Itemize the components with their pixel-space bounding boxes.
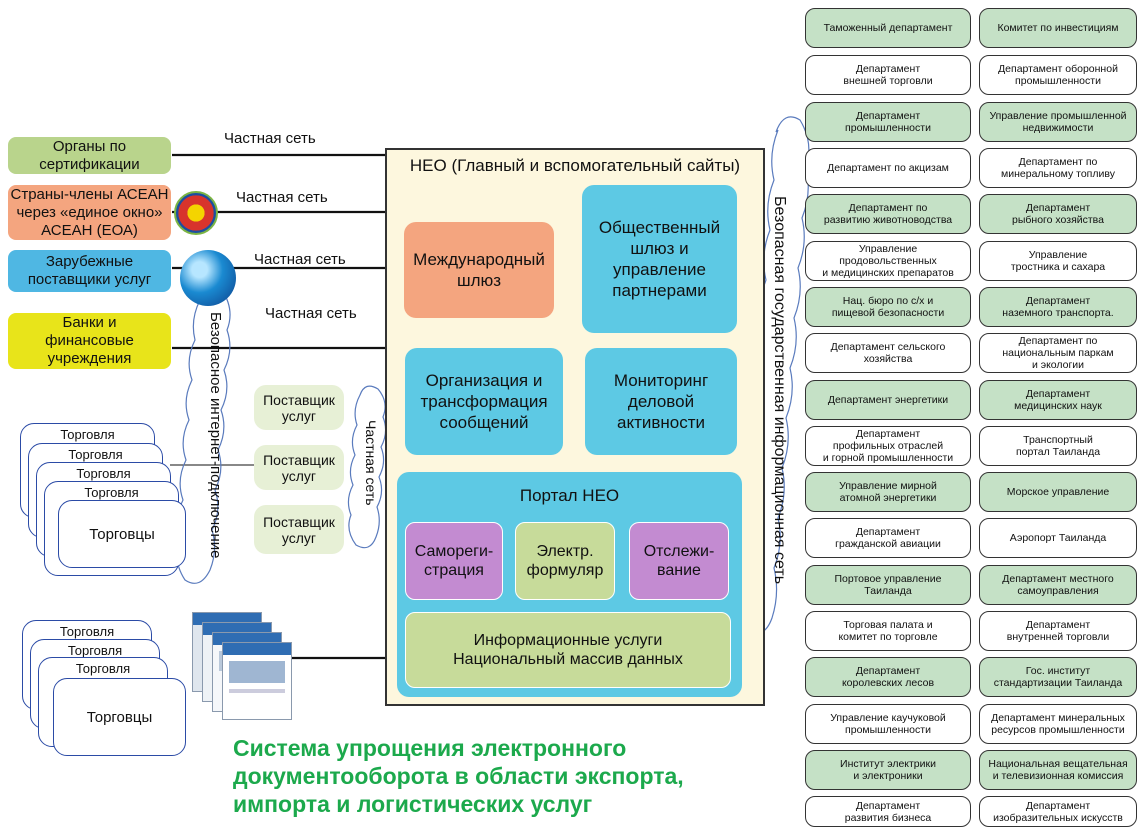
agency-box: Департамент местного самоуправления xyxy=(979,565,1137,605)
agency-box: Департамент промышленности xyxy=(805,102,971,142)
portal-title: Портал НЕО xyxy=(519,486,620,505)
agencies-right-column: Комитет по инвестициям Департамент оборо… xyxy=(979,5,1137,827)
agency-box: Департамент профильных отраслей и горной… xyxy=(805,426,971,466)
ext-asean: Страны-члены АСЕАН через «единое окно» А… xyxy=(8,185,171,240)
self-registration: Самореги- страция xyxy=(405,522,503,600)
agency-box: Департамент минеральных ресурсов промышл… xyxy=(979,704,1137,744)
agency-box: Департамент наземного транспорта. xyxy=(979,287,1137,327)
network-label: Частная сеть xyxy=(265,305,357,322)
agency-box: Управление тростника и сахара xyxy=(979,241,1137,281)
ext-certification: Органы по сертификации xyxy=(8,137,171,174)
agency-box: Департамент по минеральному топливу xyxy=(979,148,1137,188)
agency-box: Управление промышленной недвижимости xyxy=(979,102,1137,142)
agency-box: Департамент внутренней торговли xyxy=(979,611,1137,651)
agency-box: Национальная вещательная и телевизионная… xyxy=(979,750,1137,790)
agency-box: Департамент рыбного хозяйства xyxy=(979,194,1137,234)
service-provider: Поставщик услуг xyxy=(254,385,344,430)
service-provider: Поставщик услуг xyxy=(254,505,344,554)
agency-box: Департамент энергетики xyxy=(805,380,971,420)
agency-box: Гос. институт стандартизации Таиланда xyxy=(979,657,1137,697)
website-screenshots-icon xyxy=(192,612,292,722)
agency-box: Портовое управление Таиланда xyxy=(805,565,971,605)
asean-seal-icon xyxy=(174,191,218,235)
network-label: Частная сеть xyxy=(224,130,316,147)
agency-box: Департамент сельского хозяйства xyxy=(805,333,971,373)
agency-box: Департамент медицинских наук xyxy=(979,380,1137,420)
globe-icon xyxy=(180,250,236,306)
intl-gateway: Международный шлюз xyxy=(404,222,554,318)
info-services: Информационные услуги Национальный масси… xyxy=(405,612,731,688)
neo-title: НЕО (Главный и вспомогательный сайты) xyxy=(409,156,741,175)
agency-box: Управление мирной атомной энергетики xyxy=(805,472,971,512)
agency-box: Институт электрики и электроники xyxy=(805,750,971,790)
traders-box: Торговцы xyxy=(53,678,186,756)
secure-internet-label: Безопасное интернет-подключение xyxy=(207,312,224,559)
message-transformation: Организация и трансформация сообщений xyxy=(405,348,563,455)
service-provider: Поставщик услуг xyxy=(254,445,344,490)
agency-box: Таможенный департамент xyxy=(805,8,971,48)
agency-box: Департамент гражданской авиации xyxy=(805,518,971,558)
diagram-caption: Система упрощения электронного документо… xyxy=(233,735,684,817)
agency-box: Управление каучуковой промышленности xyxy=(805,704,971,744)
neo-main-box: НЕО (Главный и вспомогательный сайты) Ме… xyxy=(385,148,765,706)
neo-portal: Портал НЕО Самореги- страция Электр. фор… xyxy=(397,472,742,697)
ext-banks: Банки и финансовые учреждения xyxy=(8,313,171,369)
agency-box: Нац. бюро по с/х и пищевой безопасности xyxy=(805,287,971,327)
agency-box: Департамент по национальным паркам и эко… xyxy=(979,333,1137,373)
ext-foreign-providers: Зарубежные поставщики услуг xyxy=(8,250,171,292)
business-monitoring: Мониторинг деловой активности xyxy=(585,348,737,455)
traders-box: Торговцы xyxy=(58,500,186,568)
agency-box: Комитет по инвестициям xyxy=(979,8,1137,48)
agency-box: Департамент по развитию животноводства xyxy=(805,194,971,234)
network-label: Частная сеть xyxy=(254,251,346,268)
agency-box: Морское управление xyxy=(979,472,1137,512)
agency-box: Управление продовольственных и медицинск… xyxy=(805,241,971,281)
agency-box: Департамент развития бизнеса xyxy=(805,796,971,827)
network-label: Частная сеть xyxy=(236,189,328,206)
agency-box: Департамент оборонной промышленности xyxy=(979,55,1137,95)
agency-box: Департамент внешней торговли xyxy=(805,55,971,95)
agency-box: Департамент королевских лесов xyxy=(805,657,971,697)
agency-box: Департамент по акцизам xyxy=(805,148,971,188)
agency-box: Торговая палата и комитет по торговле xyxy=(805,611,971,651)
agencies-left-column: Таможенный департамент Департамент внешн… xyxy=(805,5,971,827)
public-gateway: Общественный шлюз и управление партнерам… xyxy=(582,185,737,333)
private-network-label: Частная сеть xyxy=(363,420,379,506)
agency-box: Департамент изобразительных искусств xyxy=(979,796,1137,827)
e-form: Электр. формуляр xyxy=(515,522,615,600)
gov-network-label: Безопасная государственная информационна… xyxy=(771,196,788,585)
agency-box: Транспортный портал Таиланда xyxy=(979,426,1137,466)
agency-box: Аэропорт Таиланда xyxy=(979,518,1137,558)
tracking: Отслежи- вание xyxy=(629,522,729,600)
